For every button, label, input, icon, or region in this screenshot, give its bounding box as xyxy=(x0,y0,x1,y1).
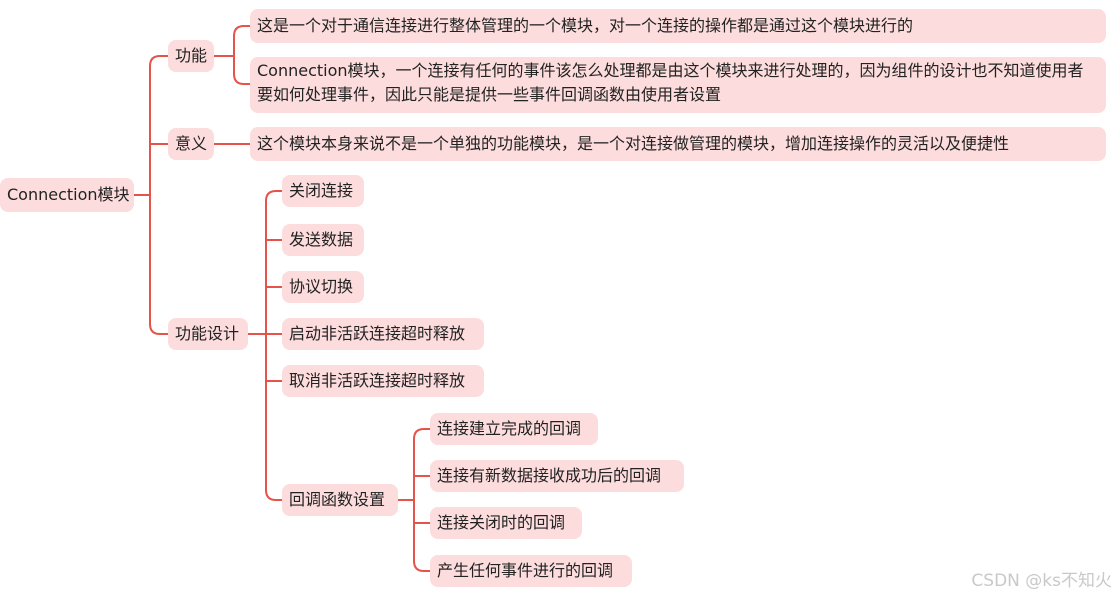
callback-any-event: 产生任何事件进行的回调 xyxy=(430,555,632,587)
design-callback-setup: 回调函数设置 xyxy=(282,484,398,516)
branch-function-design: 功能设计 xyxy=(168,318,248,350)
watermark: CSDN @ks不知火 xyxy=(971,571,1112,591)
design-cancel-timeout-release: 取消非活跃连接超时释放 xyxy=(282,365,484,397)
meaning-detail: 这个模块本身来说不是一个单独的功能模块，是一个对连接做管理的模块，增加连接操作的… xyxy=(250,127,1106,161)
callback-closed: 连接关闭时的回调 xyxy=(430,507,582,539)
branch-meaning: 意义 xyxy=(168,128,214,160)
branch-function: 功能 xyxy=(168,40,214,72)
function-detail-1: 这是一个对于通信连接进行整体管理的一个模块，对一个连接的操作都是通过这个模块进行… xyxy=(250,9,1106,43)
callback-data-received: 连接有新数据接收成功后的回调 xyxy=(430,460,684,492)
function-detail-2: Connection模块，一个连接有任何的事件该怎么处理都是由这个模块来进行处理… xyxy=(250,57,1106,113)
design-send-data: 发送数据 xyxy=(282,224,364,256)
callback-connected: 连接建立完成的回调 xyxy=(430,413,598,445)
design-close-connection: 关闭连接 xyxy=(282,175,364,207)
design-enable-timeout-release: 启动非活跃连接超时释放 xyxy=(282,318,484,350)
design-protocol-switch: 协议切换 xyxy=(282,271,364,303)
root-node: Connection模块 xyxy=(0,178,134,212)
